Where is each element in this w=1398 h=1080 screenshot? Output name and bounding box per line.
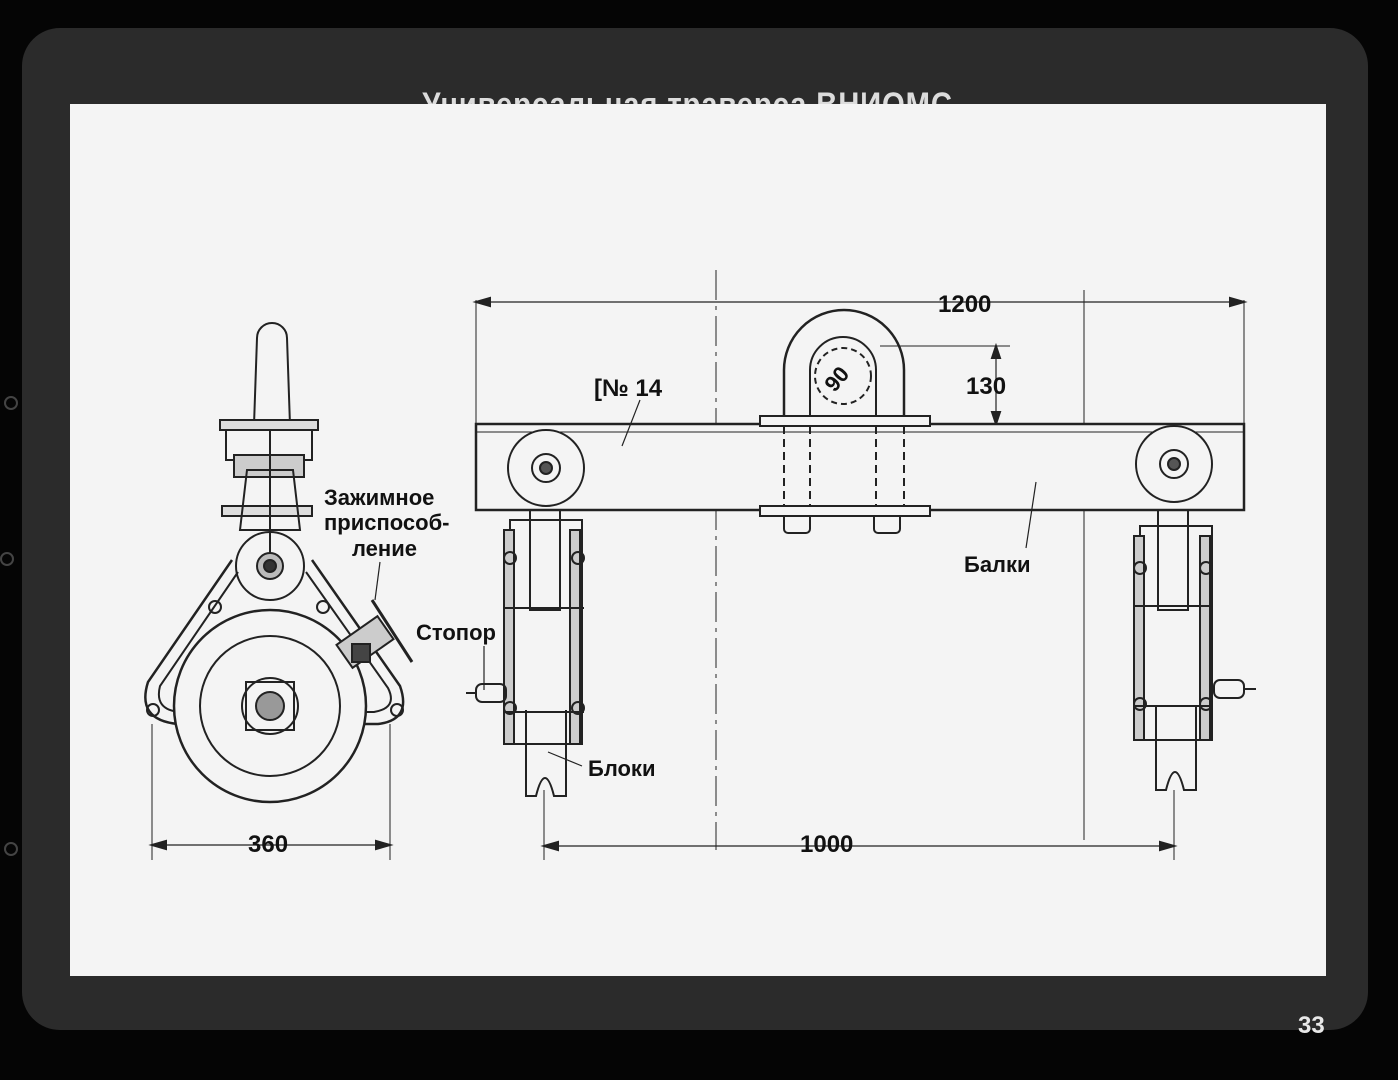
- drawing-sheet: [70, 104, 1326, 976]
- stopper-label: Стопор: [416, 620, 496, 645]
- dimension-90: 90: [819, 362, 854, 397]
- film-hole: [4, 842, 18, 856]
- clamp-label-line2: приспособ-: [324, 510, 450, 535]
- film-hole: [4, 396, 18, 410]
- side-view: [144, 322, 414, 860]
- dimension-1000: 1000: [800, 831, 853, 858]
- drawing-labels: Зажимное приспособ- ление Стопор [№ 14 Б…: [248, 291, 1031, 858]
- clamp-label-line3: ление: [352, 536, 417, 561]
- front-view: [466, 270, 1256, 860]
- film-hole: [0, 552, 14, 566]
- clamp-label-line1: Зажимное: [324, 485, 434, 510]
- blocks-label: Блоки: [588, 756, 655, 781]
- dimension-360: 360: [248, 831, 288, 858]
- dimension-130: 130: [966, 373, 1006, 400]
- channel-label: [№ 14: [594, 375, 663, 402]
- dimension-1200: 1200: [938, 291, 991, 318]
- page-number: 33: [1298, 1012, 1325, 1039]
- beams-label: Балки: [964, 552, 1031, 577]
